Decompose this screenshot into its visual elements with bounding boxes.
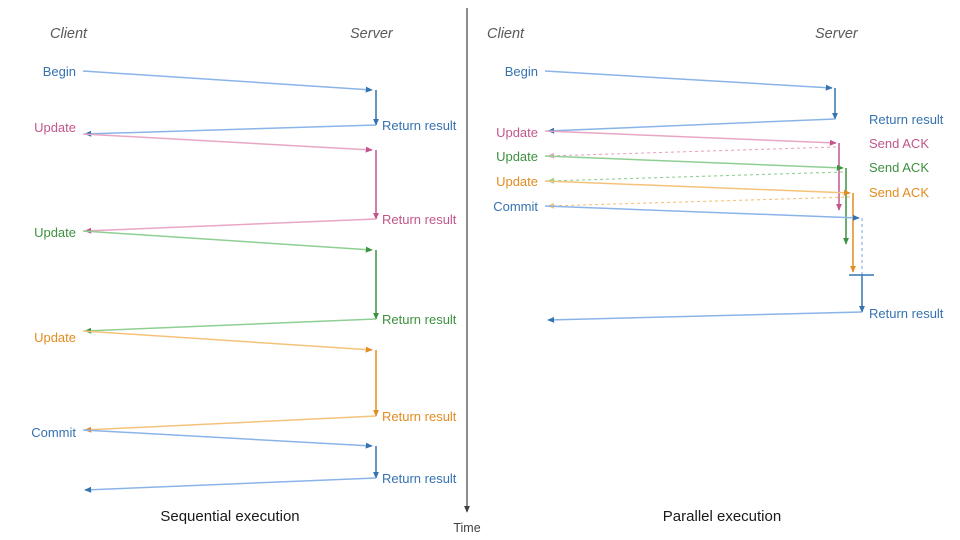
server-label-parallel-0: Return result xyxy=(869,112,944,127)
time-axis-label: Time xyxy=(453,521,480,535)
server-label-parallel-1: Send ACK xyxy=(869,136,929,151)
message-response-parallel-2 xyxy=(547,118,836,134)
message-request-sequential-12 xyxy=(82,429,373,449)
panel-caption-sequential: Sequential execution xyxy=(160,508,299,525)
message-request-sequential-9 xyxy=(82,330,373,353)
server-label-sequential-0: Return result xyxy=(382,118,457,133)
server-label-parallel-3: Send ACK xyxy=(869,185,929,200)
message-ack-parallel-8 xyxy=(547,171,844,184)
server-label-parallel-2: Send ACK xyxy=(869,160,929,175)
message-request-parallel-9 xyxy=(544,180,851,196)
lane-header-server-parallel: Server xyxy=(815,26,859,42)
message-response-sequential-2 xyxy=(84,124,377,137)
message-request-sequential-0 xyxy=(82,70,373,93)
message-ack-parallel-5 xyxy=(547,146,837,159)
message-request-parallel-6 xyxy=(544,155,844,171)
client-label-parallel-2: Update xyxy=(496,149,538,164)
message-response-sequential-14 xyxy=(84,477,377,493)
client-label-parallel-1: Update xyxy=(496,125,538,140)
server-label-sequential-4: Return result xyxy=(382,471,457,486)
message-request-sequential-6 xyxy=(82,230,373,253)
client-label-sequential-0: Begin xyxy=(43,64,76,79)
client-label-sequential-1: Update xyxy=(34,120,76,135)
server-label-parallel-4: Return result xyxy=(869,306,944,321)
message-response-sequential-5 xyxy=(84,218,377,234)
message-ack-parallel-11 xyxy=(547,196,851,209)
lane-header-client-sequential: Client xyxy=(50,26,88,42)
server-label-sequential-1: Return result xyxy=(382,212,457,227)
client-label-parallel-0: Begin xyxy=(505,64,538,79)
client-label-sequential-4: Commit xyxy=(31,425,76,440)
client-label-sequential-3: Update xyxy=(34,330,76,345)
message-request-sequential-3 xyxy=(82,133,373,153)
server-label-sequential-2: Return result xyxy=(382,312,457,327)
panel-caption-parallel: Parallel execution xyxy=(663,508,781,525)
message-response-parallel-16 xyxy=(547,311,863,323)
client-label-sequential-2: Update xyxy=(34,225,76,240)
message-request-parallel-12 xyxy=(544,205,860,221)
message-response-sequential-8 xyxy=(84,318,377,334)
lane-header-server-sequential: Server xyxy=(350,26,394,42)
message-request-parallel-3 xyxy=(544,130,837,146)
lane-header-client-parallel: Client xyxy=(487,26,525,42)
client-label-parallel-3: Update xyxy=(496,174,538,189)
client-label-parallel-4: Commit xyxy=(493,199,538,214)
server-label-sequential-3: Return result xyxy=(382,409,457,424)
message-response-sequential-11 xyxy=(84,415,377,433)
time-axis-layer: Time xyxy=(453,8,481,535)
message-request-parallel-0 xyxy=(544,70,833,91)
